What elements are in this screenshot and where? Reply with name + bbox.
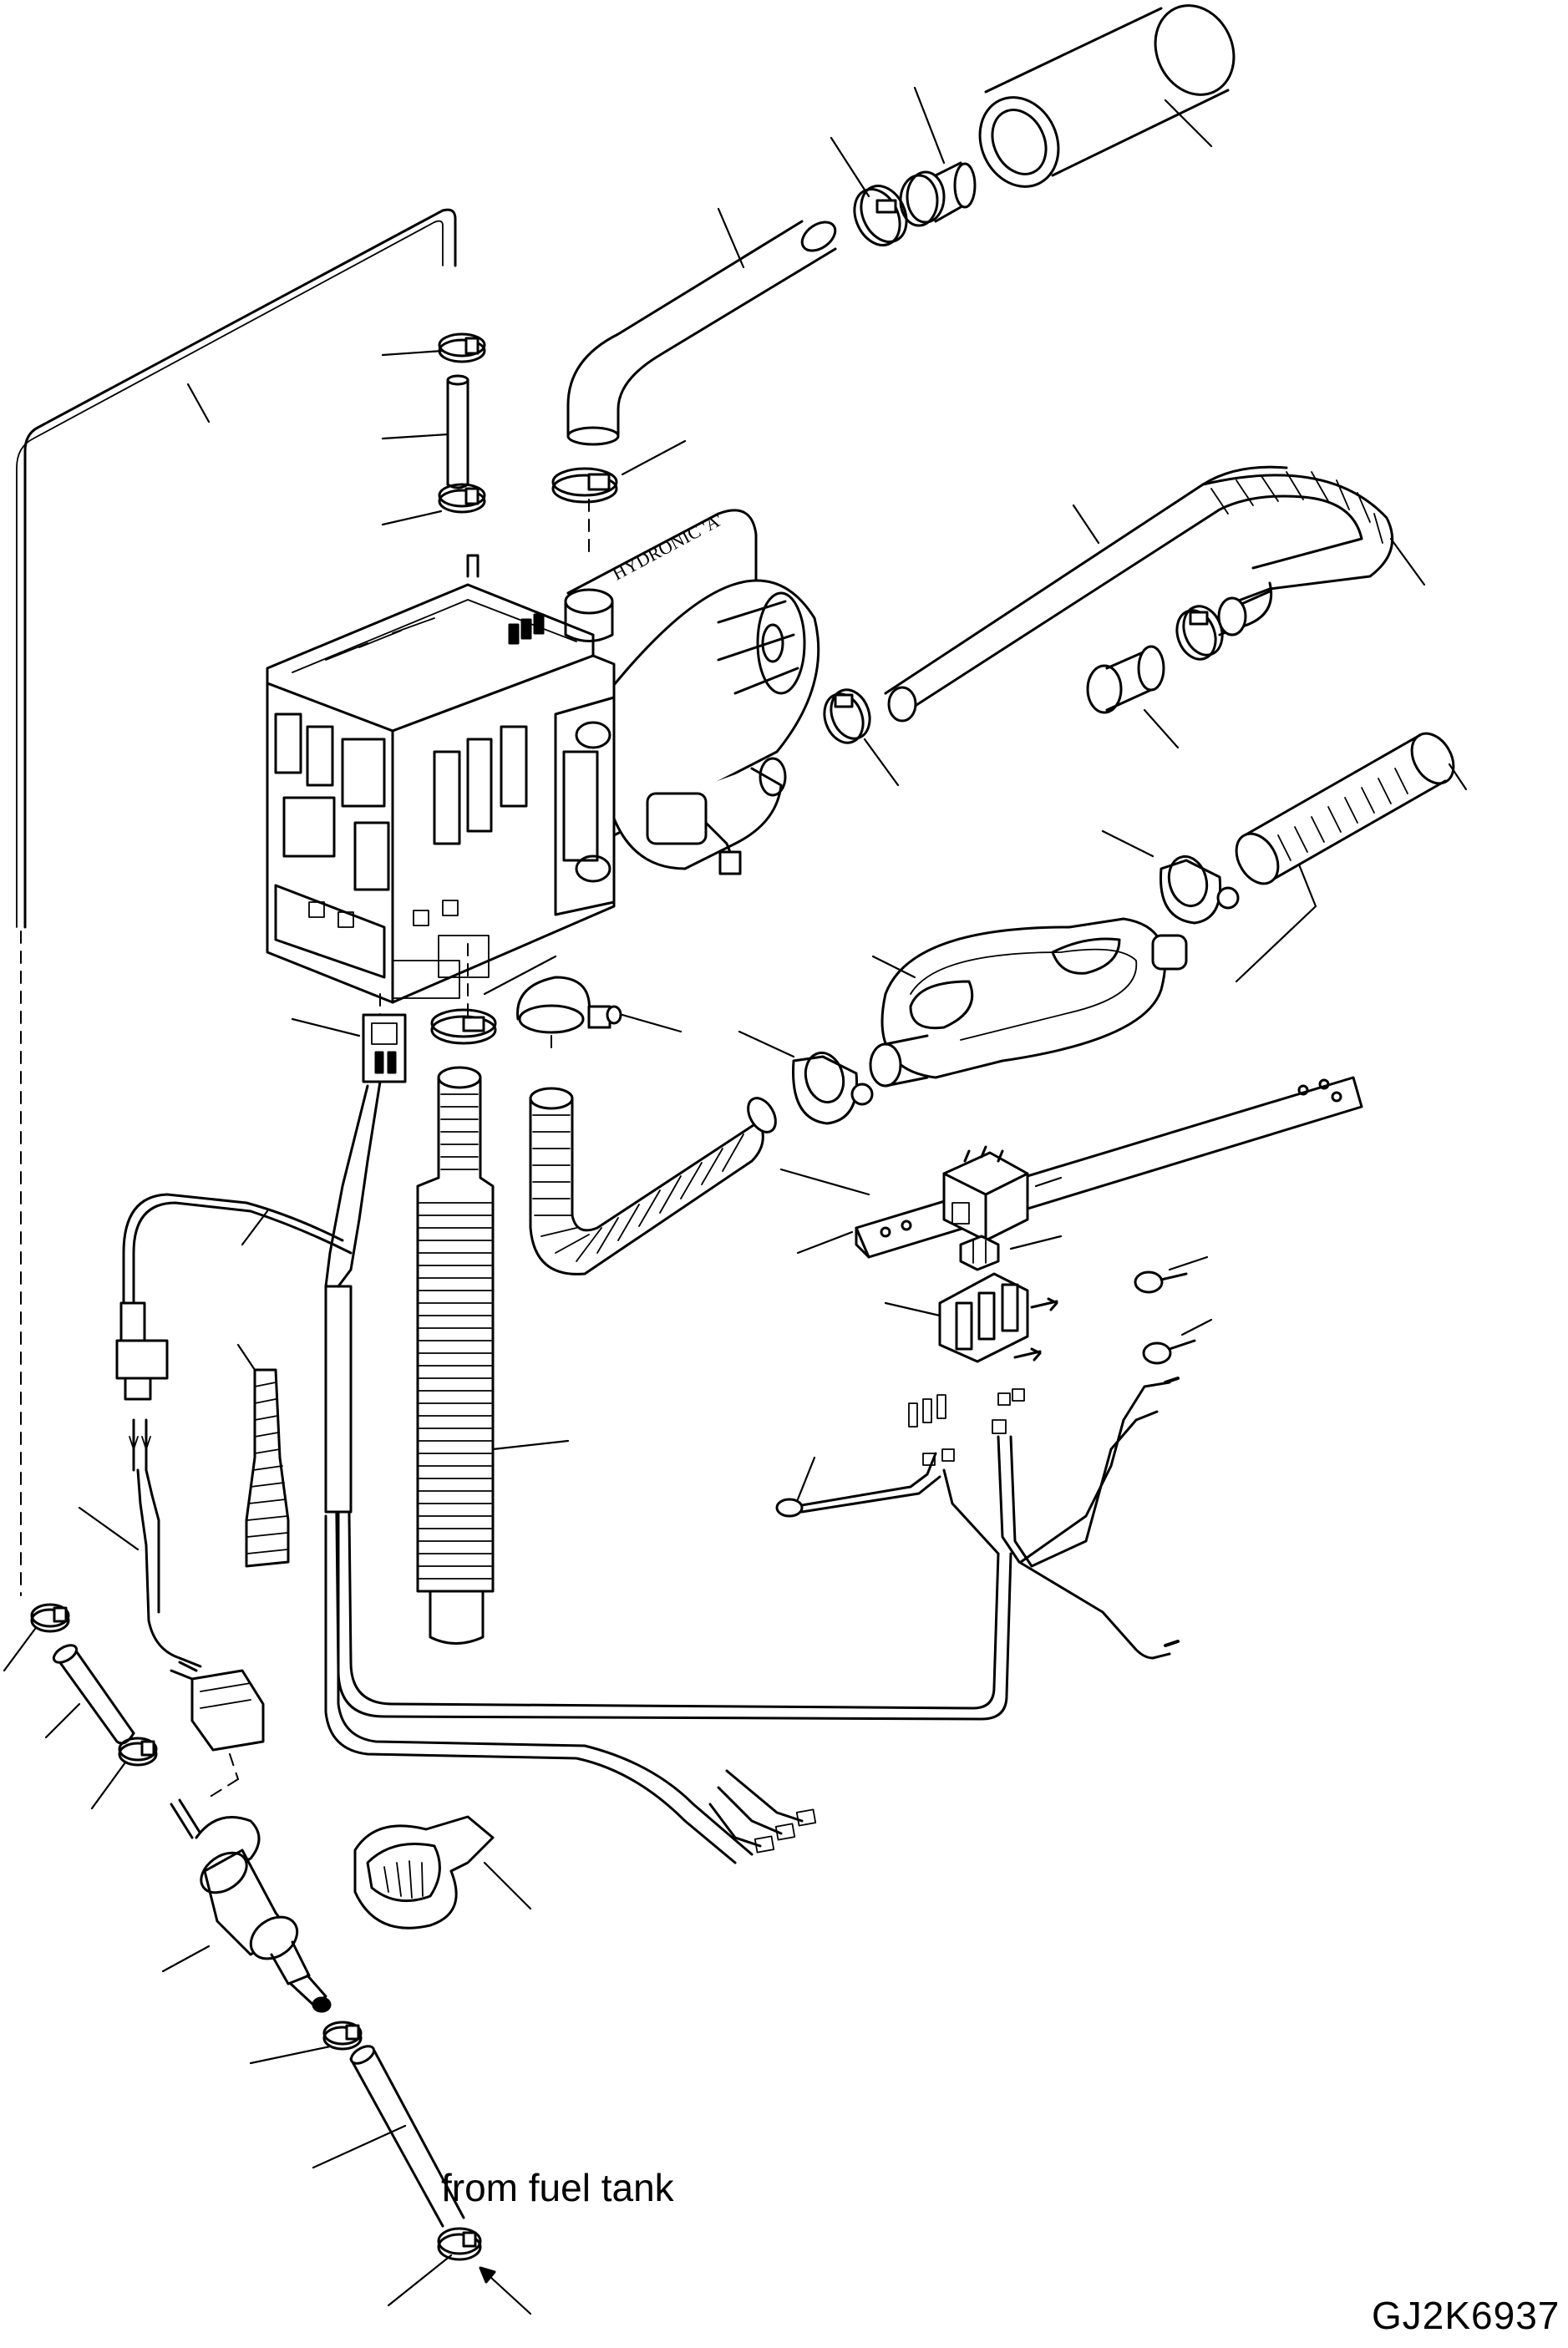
hose-clamp-coolant-upper: [551, 439, 687, 560]
figure-id: GJ2K6937: [1372, 2294, 1560, 2337]
wire-terminals: [908, 1388, 1025, 1466]
pump-connector-upper: [78, 1301, 202, 1668]
caption-from-fuel-tank: from fuel tank: [441, 2166, 674, 2209]
flexible-coolant-hose: [884, 465, 1426, 723]
hose-clamp-pump-outlet: [249, 2021, 363, 2065]
heater-unit: HYDRONIC 'A': [266, 509, 820, 1083]
ring-terminal-lower: [1142, 1318, 1213, 1365]
hose-clamp-right-upper: [1175, 605, 1224, 661]
fuel-pipe-long: [16, 208, 457, 1596]
exhaust-flex-pipe: [529, 1087, 777, 1275]
fuse-holder: [884, 1272, 1058, 1363]
exhaust-bracket-upper: [1101, 829, 1240, 925]
fuel-hose-pump: [312, 2045, 465, 2228]
exhaust-flex-pipe-right: [1235, 732, 1468, 885]
ring-terminal-upper: [1134, 1255, 1209, 1294]
exhaust-bracket-lower: [738, 1030, 874, 1125]
corrugated-sleeve: [236, 1343, 290, 1568]
hose-clamp-top: [381, 332, 486, 363]
hose-clamp-middle: [381, 483, 486, 526]
pump-bracket: [353, 1815, 532, 1930]
air-duct: [416, 1066, 570, 1645]
mounting-bracket: [779, 1076, 1363, 1259]
air-duct-clamp: [430, 943, 557, 1045]
wiring-harness: [122, 1080, 1180, 1864]
relay-plug: [959, 1235, 1063, 1271]
fuel-hose-left: [44, 1644, 135, 1745]
fuel-hose-short: [381, 374, 469, 489]
coolant-hose-elbow: [566, 207, 837, 446]
hose-clamp-upper-right: [830, 136, 908, 246]
exhaust-clamp-top: [516, 976, 683, 1053]
ground-cable: [775, 1452, 941, 1518]
coolant-adapter-right: [1086, 645, 1180, 749]
coolant-hose-straight: [978, 4, 1236, 188]
svg-text:HYDRONIC 'A': HYDRONIC 'A': [609, 509, 726, 584]
dosing-pump: [161, 1798, 332, 2013]
coolant-adapter: [899, 86, 977, 227]
hose-clamp-left-lower: [90, 1737, 158, 1810]
pump-connector-lower: [170, 1661, 265, 1801]
hose-clamp-fuel-inlet: [387, 2227, 532, 2315]
relay: [942, 1145, 1063, 1242]
hose-clamp-left-upper: [3, 1603, 70, 1672]
silencer: [869, 863, 1317, 1088]
hose-clamp-centre: [823, 688, 900, 787]
